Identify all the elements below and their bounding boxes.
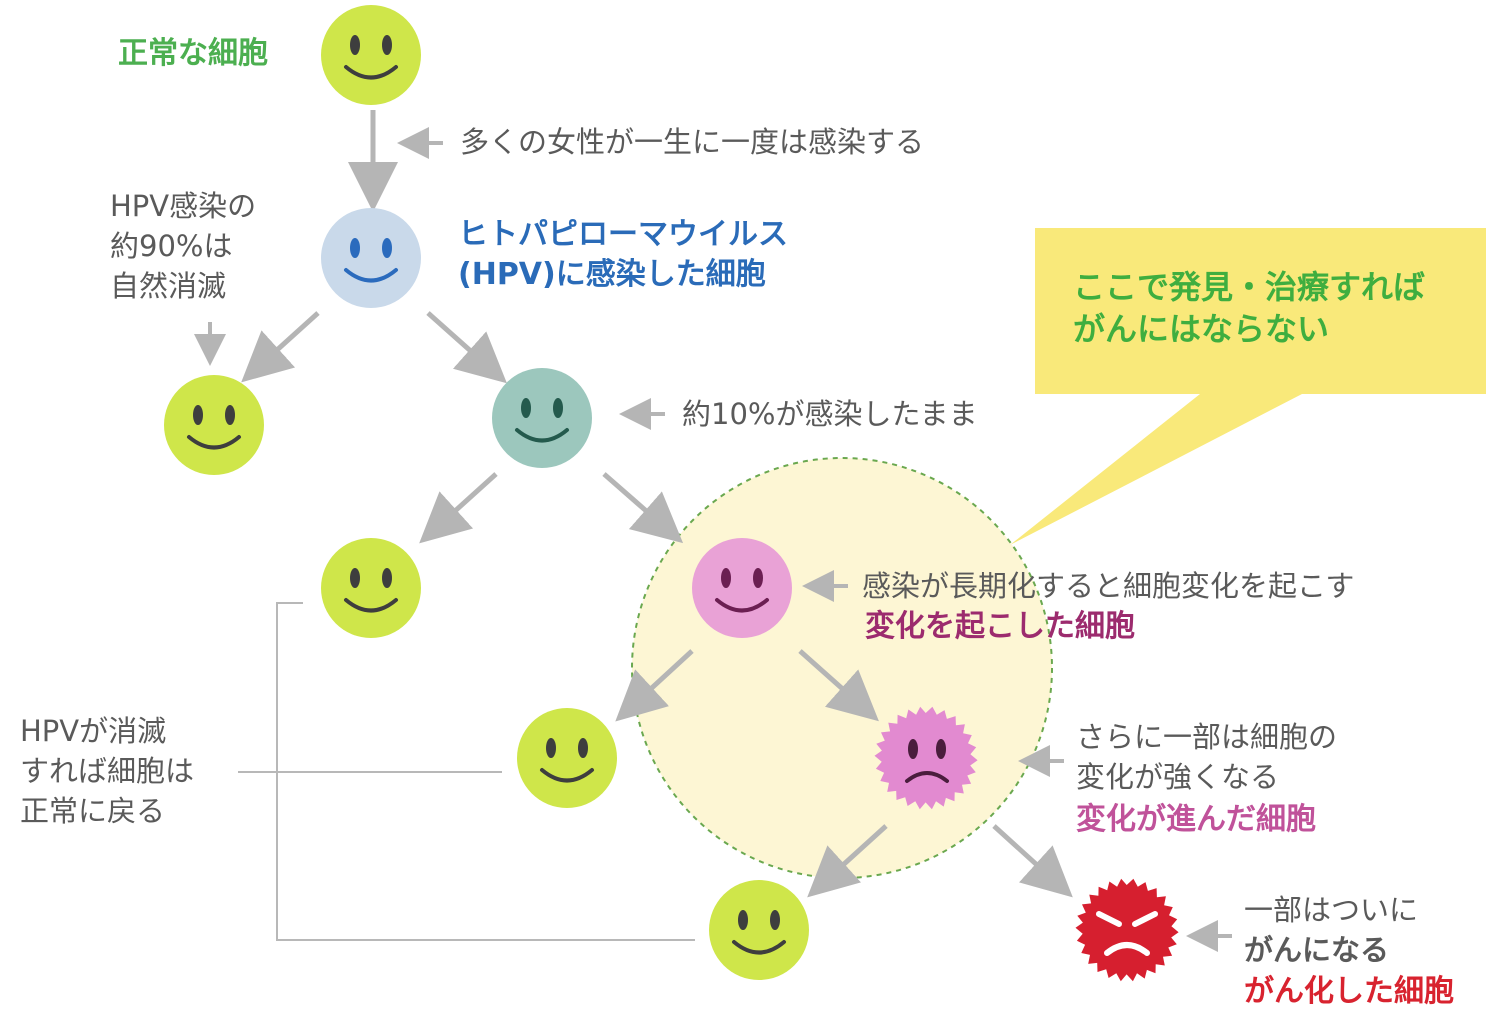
label-line: 正常に戻る xyxy=(20,794,166,828)
label-advanced-cell: 変化が進んだ細胞 xyxy=(1076,802,1316,837)
arrow-changed-to-normal xyxy=(615,649,694,722)
smiley-face-icon xyxy=(321,208,421,308)
callout-text: ここで発見・治療すれば がんにはならない xyxy=(1073,266,1425,350)
label-changed-cell: 変化を起こした細胞 xyxy=(865,609,1135,644)
return-to-normal-bracket xyxy=(238,602,695,941)
label-line: すれば細胞は xyxy=(20,754,195,788)
arrow-persist-to-normal xyxy=(419,472,498,544)
label-line: 自然消滅 xyxy=(110,269,227,303)
label-line: 約90%は xyxy=(110,229,233,263)
label-line: (HPV)に感染した細胞 xyxy=(458,257,766,292)
label-line: がんになる xyxy=(1244,933,1390,967)
label-cancer-cell: がん化した細胞 xyxy=(1244,974,1454,1009)
label-line: HPV感染の xyxy=(110,189,257,223)
pointer-arrows xyxy=(194,127,1232,952)
smiley-face-icon xyxy=(517,708,617,808)
label-many-women: 多くの女性が一生に一度は感染する xyxy=(460,125,925,159)
smiley-face-icon xyxy=(321,5,421,105)
arrow-advanced-to-cancer xyxy=(992,824,1073,898)
label-persistent-infection: 約10%が感染したまま xyxy=(682,397,978,431)
intervention-zone xyxy=(631,457,1053,879)
arrow-advanced-to-normal xyxy=(807,824,888,898)
label-line: HPVが消滅 xyxy=(20,714,167,748)
callout-bubble xyxy=(1010,228,1486,545)
label-line: 一部はついに xyxy=(1244,893,1419,927)
label-line: ヒトパピローマウイルス xyxy=(458,217,788,252)
smiley-face-icon xyxy=(321,538,421,638)
arrow-infected-to-persist xyxy=(426,311,507,384)
spiky-angry-icon xyxy=(1075,878,1179,982)
label-stronger-change: さらに一部は細胞の 変化が強くなる xyxy=(1076,717,1337,797)
label-long-term-infection: 感染が長期化すると細胞変化を起こす xyxy=(862,569,1355,603)
arrow-persist-to-changed xyxy=(602,472,684,544)
label-natural-clearance: HPV感染の 約90%は 自然消滅 xyxy=(110,186,256,306)
smiley-face-icon xyxy=(492,368,592,468)
arrow-changed-to-advanced xyxy=(798,649,879,722)
label-return-to-normal: HPVが消滅 すれば細胞は 正常に戻る xyxy=(20,711,194,831)
flow-arrows xyxy=(241,110,1073,898)
spiky-frown-icon xyxy=(874,706,978,810)
smiley-face-icon xyxy=(709,880,809,980)
callout-line: がんにはならない xyxy=(1073,310,1330,348)
smiley-face-icon xyxy=(692,538,792,638)
label-line: さらに一部は細胞の xyxy=(1076,720,1338,754)
label-normal-cell: 正常な細胞 xyxy=(118,36,268,71)
label-line: 変化が強くなる xyxy=(1076,760,1280,794)
label-becomes-cancer: 一部はついに がんになる xyxy=(1244,890,1418,970)
callout-line: ここで発見・治療すれば xyxy=(1073,268,1426,306)
label-hpv-infected-cell: ヒトパピローマウイルス (HPV)に感染した細胞 xyxy=(458,215,788,295)
arrow-infected-to-clear xyxy=(241,311,320,383)
smiley-face-icon xyxy=(164,375,264,475)
